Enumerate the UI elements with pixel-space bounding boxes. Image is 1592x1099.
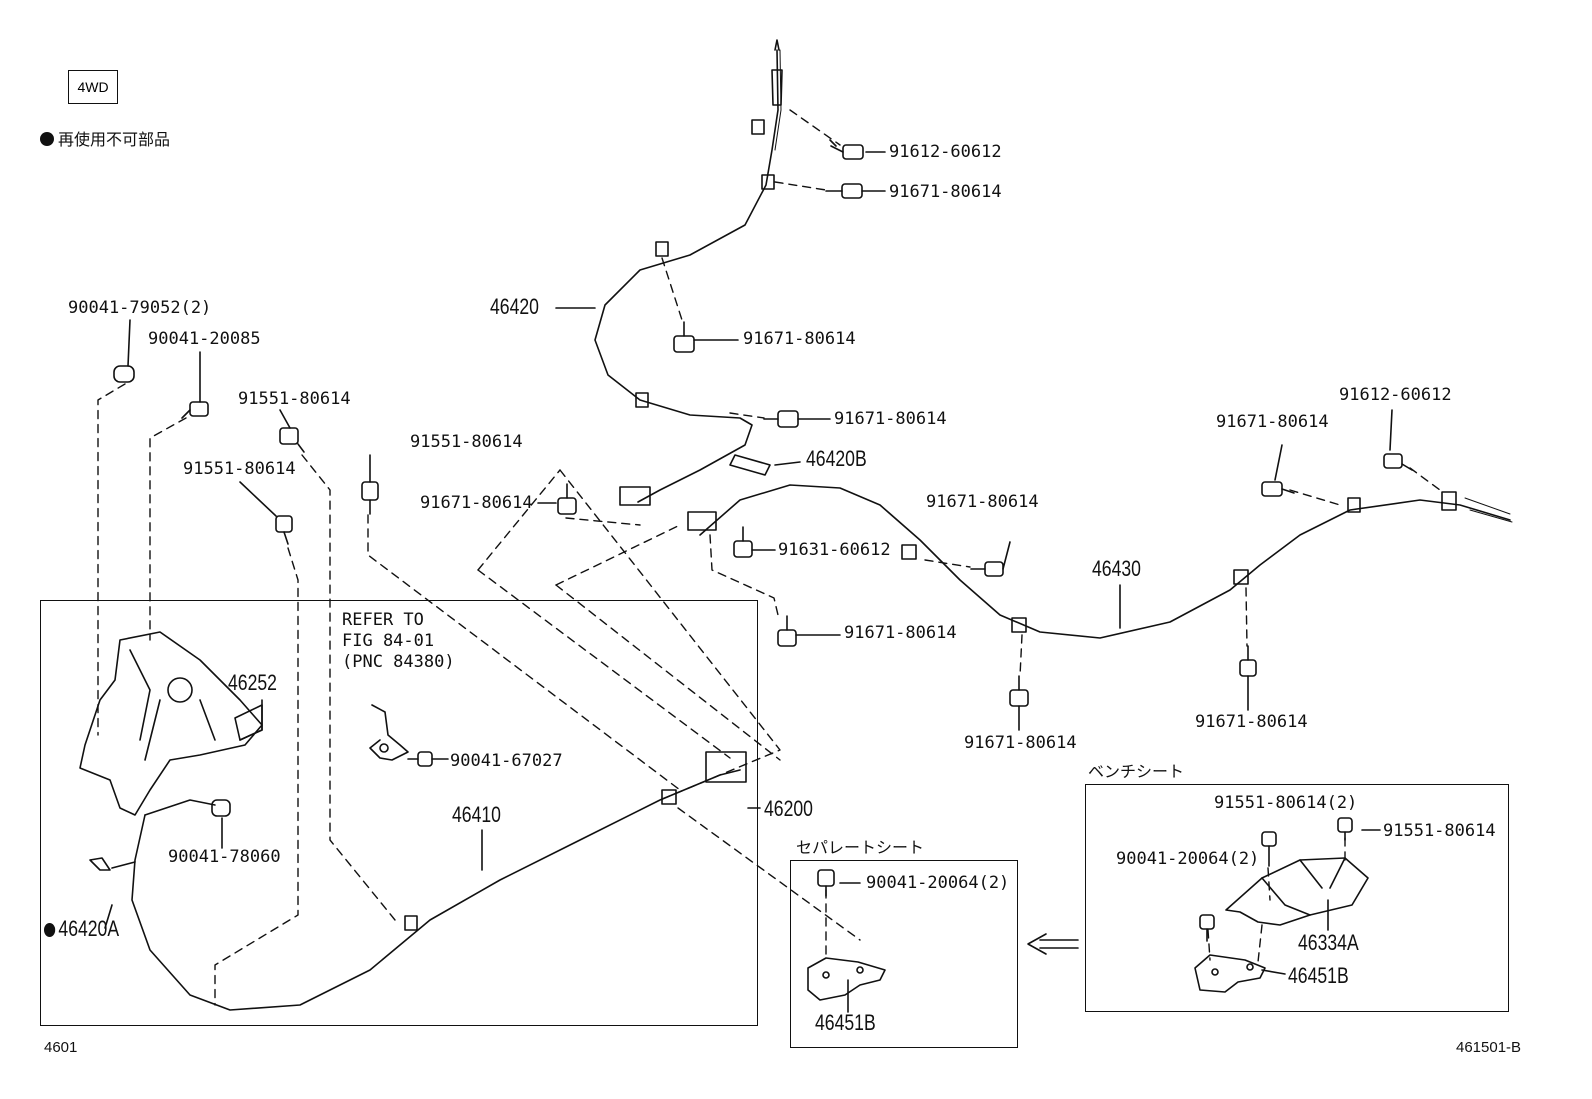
label-91551-b: 91551-80614 — [410, 432, 523, 452]
bench-seat-title: ベンチシート — [1088, 762, 1185, 781]
bolt-91671-mid2 — [763, 410, 799, 428]
part-46420A: 46420A — [44, 918, 119, 940]
part-46252: 46252 — [228, 670, 277, 695]
part-46334A: 46334A — [1298, 930, 1359, 955]
bolt-91671-top — [825, 183, 863, 199]
non-reusable-icon — [44, 923, 56, 937]
frame-bench-seat — [1085, 784, 1509, 1012]
label-91612-top: 91612-60612 — [889, 142, 1002, 162]
bullet-icon — [40, 132, 54, 146]
label-90041-20064-separate: 90041-20064(2) — [866, 873, 1010, 893]
label-91671-r2: 91671-80614 — [1195, 712, 1308, 732]
badge-4wd: 4WD — [68, 70, 118, 104]
cable-46420-inner — [774, 49, 782, 151]
label-91551-c: 91551-80614 — [183, 459, 296, 479]
reference-arrow — [1027, 933, 1079, 955]
bolt-91671-c1 — [970, 561, 1004, 577]
bolt-90041-20085 — [181, 401, 209, 419]
part-46410: 46410 — [452, 802, 501, 827]
label-91612-r: 91612-60612 — [1339, 385, 1452, 405]
bolt-91671-mid1 — [673, 321, 695, 353]
bolt-91551-c — [275, 515, 293, 545]
label-91671-mid1: 91671-80614 — [743, 329, 856, 349]
label-91671-left: 91671-80614 — [420, 493, 533, 513]
bolt-91671-c2 — [1009, 675, 1029, 707]
label-91671-mid2: 91671-80614 — [834, 409, 947, 429]
bolt-91612-r — [1383, 453, 1413, 471]
label-91551-a: 91551-80614 — [238, 389, 351, 409]
bolt-91551-a — [279, 427, 305, 453]
cable-46420 — [594, 49, 779, 503]
label-91671-c1: 91671-80614 — [926, 492, 1039, 512]
label-91631: 91631-60612 — [778, 540, 891, 560]
cover-46334A — [1225, 857, 1369, 926]
refer-line-1: REFER TO — [342, 610, 424, 630]
bolt-91551-b — [361, 481, 379, 515]
part-46420: 46420 — [490, 294, 539, 319]
part-46451B-separate: 46451B — [815, 1010, 876, 1035]
part-46451B-bench: 46451B — [1288, 963, 1349, 988]
bolt-bench-3 — [1199, 914, 1215, 942]
bolt-bench-2 — [1337, 817, 1353, 841]
bolt-91671-r2 — [1239, 645, 1257, 677]
refer-line-2: FIG 84-01 — [342, 631, 435, 651]
nut-90041-79052 — [113, 365, 135, 383]
label-91671-c2: 91671-80614 — [964, 733, 1077, 753]
label-90041-78060: 90041-78060 — [168, 847, 281, 867]
label-91671-c3: 91671-80614 — [844, 623, 957, 643]
bolt-91612-top — [829, 139, 864, 160]
label-91551-bench-2: 91551-80614(2) — [1214, 793, 1358, 813]
label-91671-r1: 91671-80614 — [1216, 412, 1329, 432]
refer-line-3: (PNC 84380) — [342, 652, 455, 672]
bolt-bench-1 — [1261, 831, 1277, 867]
separate-seat-title: セパレートシート — [796, 838, 925, 857]
bracket-46451B-bench — [1194, 954, 1266, 993]
bracket-refer — [369, 704, 409, 761]
legend-non-reusable: 再使用不可部品 — [40, 132, 170, 148]
cable-46430 — [699, 484, 1511, 639]
cable-46410 — [131, 769, 741, 1011]
bolt-91671-left — [557, 483, 577, 515]
frame-separate-seat — [790, 860, 1018, 1048]
frame-main — [40, 600, 758, 1026]
part-46420B: 46420B — [806, 446, 867, 471]
label-90041-20085: 90041-20085 — [148, 329, 261, 349]
label-90041-20064-bench: 90041-20064(2) — [1116, 849, 1260, 869]
nut-90041-78060 — [211, 799, 231, 817]
label-90041-67027: 90041-67027 — [450, 751, 563, 771]
footer-left-code: 4601 — [44, 1039, 78, 1056]
bolt-91631 — [733, 526, 753, 558]
footer-right-code: 461501-B — [1456, 1039, 1522, 1056]
label-91551-bench: 91551-80614 — [1383, 821, 1496, 841]
bolt-91671-r1 — [1261, 481, 1295, 497]
part-46200: 46200 — [764, 796, 813, 821]
pedal-assembly-46252 — [79, 631, 263, 816]
bracket-46451B-separate — [807, 957, 886, 1001]
label-91671-top: 91671-80614 — [889, 182, 1002, 202]
bolt-91671-c3 — [777, 615, 797, 647]
bolt-separate — [817, 869, 835, 897]
label-90041-79052: 90041-79052(2) — [68, 298, 212, 318]
part-46430: 46430 — [1092, 556, 1141, 581]
clip-46420A — [89, 857, 111, 871]
